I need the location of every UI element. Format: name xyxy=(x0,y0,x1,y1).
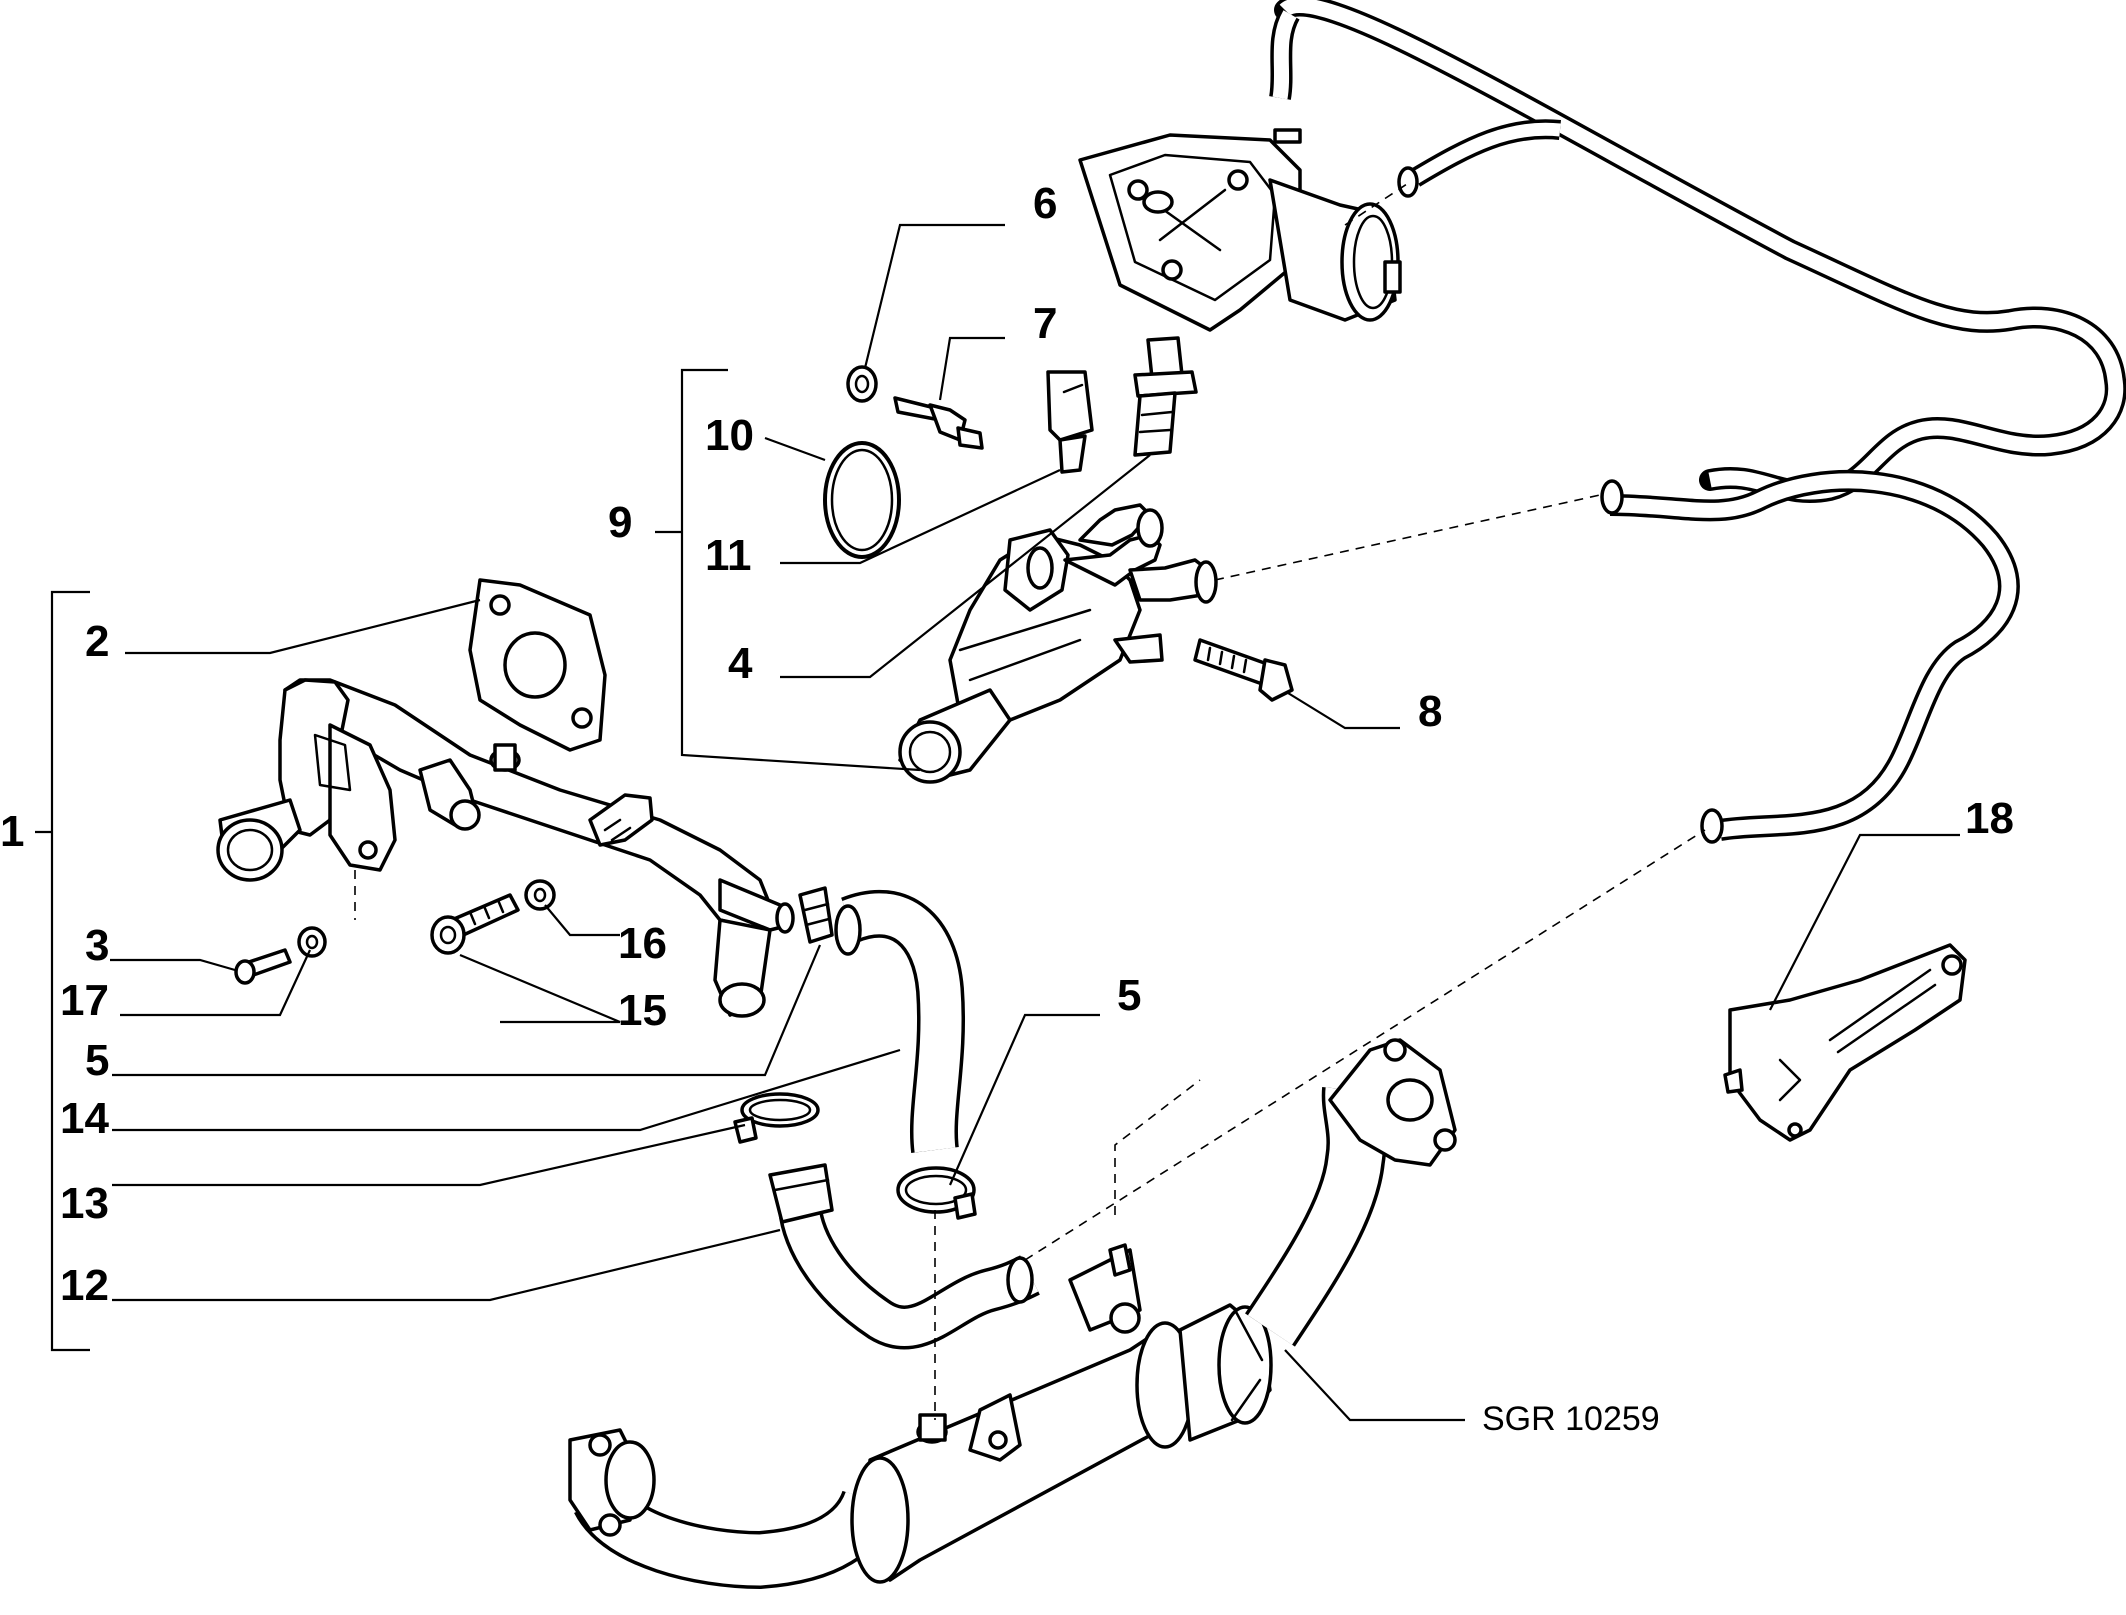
bleed-screw-7 xyxy=(893,396,984,450)
leader-lines xyxy=(110,223,1960,1422)
bolt-15 xyxy=(430,893,520,955)
hose-clamp-13 xyxy=(733,1092,820,1144)
hose-clamp-5-upper xyxy=(798,886,834,944)
callout-15: 15 xyxy=(618,986,667,1035)
coolant-hose-14 xyxy=(834,889,966,1153)
coolant-pipe-1 xyxy=(216,678,795,1018)
callout-5-left: 5 xyxy=(85,1036,109,1085)
callout-1: 1 xyxy=(0,807,24,856)
coolant-pipe-12 xyxy=(768,1163,1040,1350)
temperature-sensor-11 xyxy=(1046,370,1094,474)
egr-cooler xyxy=(568,1038,1457,1590)
callout-13: 13 xyxy=(60,1179,109,1228)
group-bracket-1 xyxy=(35,590,90,1352)
callout-8: 8 xyxy=(1418,687,1442,736)
o-ring-10 xyxy=(823,441,901,559)
long-coolant-hose xyxy=(1269,0,2126,844)
callout-18: 18 xyxy=(1965,794,2014,843)
gasket-2 xyxy=(468,578,607,752)
callout-9: 9 xyxy=(608,498,632,547)
callout-10: 10 xyxy=(705,411,754,460)
callout-5-right: 5 xyxy=(1117,971,1141,1020)
washer-17 xyxy=(297,926,327,958)
washer-6 xyxy=(846,365,878,403)
thermostat-body-9 xyxy=(898,503,1218,784)
callout-12: 12 xyxy=(60,1261,109,1310)
bolt-8 xyxy=(1193,638,1294,702)
callout-17: 17 xyxy=(60,976,109,1025)
callout-7: 7 xyxy=(1033,299,1057,348)
assembly-lines xyxy=(354,494,1706,1420)
hose-clamp-5-lower xyxy=(896,1166,977,1220)
screw-3 xyxy=(234,948,292,985)
callout-6: 6 xyxy=(1033,179,1057,228)
reference-code: SGR 10259 xyxy=(1482,1400,1660,1438)
group-bracket-9 xyxy=(655,368,921,772)
callout-16: 16 xyxy=(618,919,667,968)
hose-connector-4 xyxy=(1133,336,1198,457)
callout-11: 11 xyxy=(705,531,752,580)
bracket-18 xyxy=(1723,943,1967,1142)
washer-16 xyxy=(524,879,556,911)
callout-2: 2 xyxy=(85,617,109,666)
callout-labels: 1 2 3 17 5 14 13 12 16 15 9 10 11 4 6 7 … xyxy=(0,179,2014,1438)
thermostat-housing xyxy=(1078,128,1411,332)
callout-4: 4 xyxy=(728,639,753,688)
callout-14: 14 xyxy=(60,1094,109,1143)
callout-3: 3 xyxy=(85,921,109,970)
